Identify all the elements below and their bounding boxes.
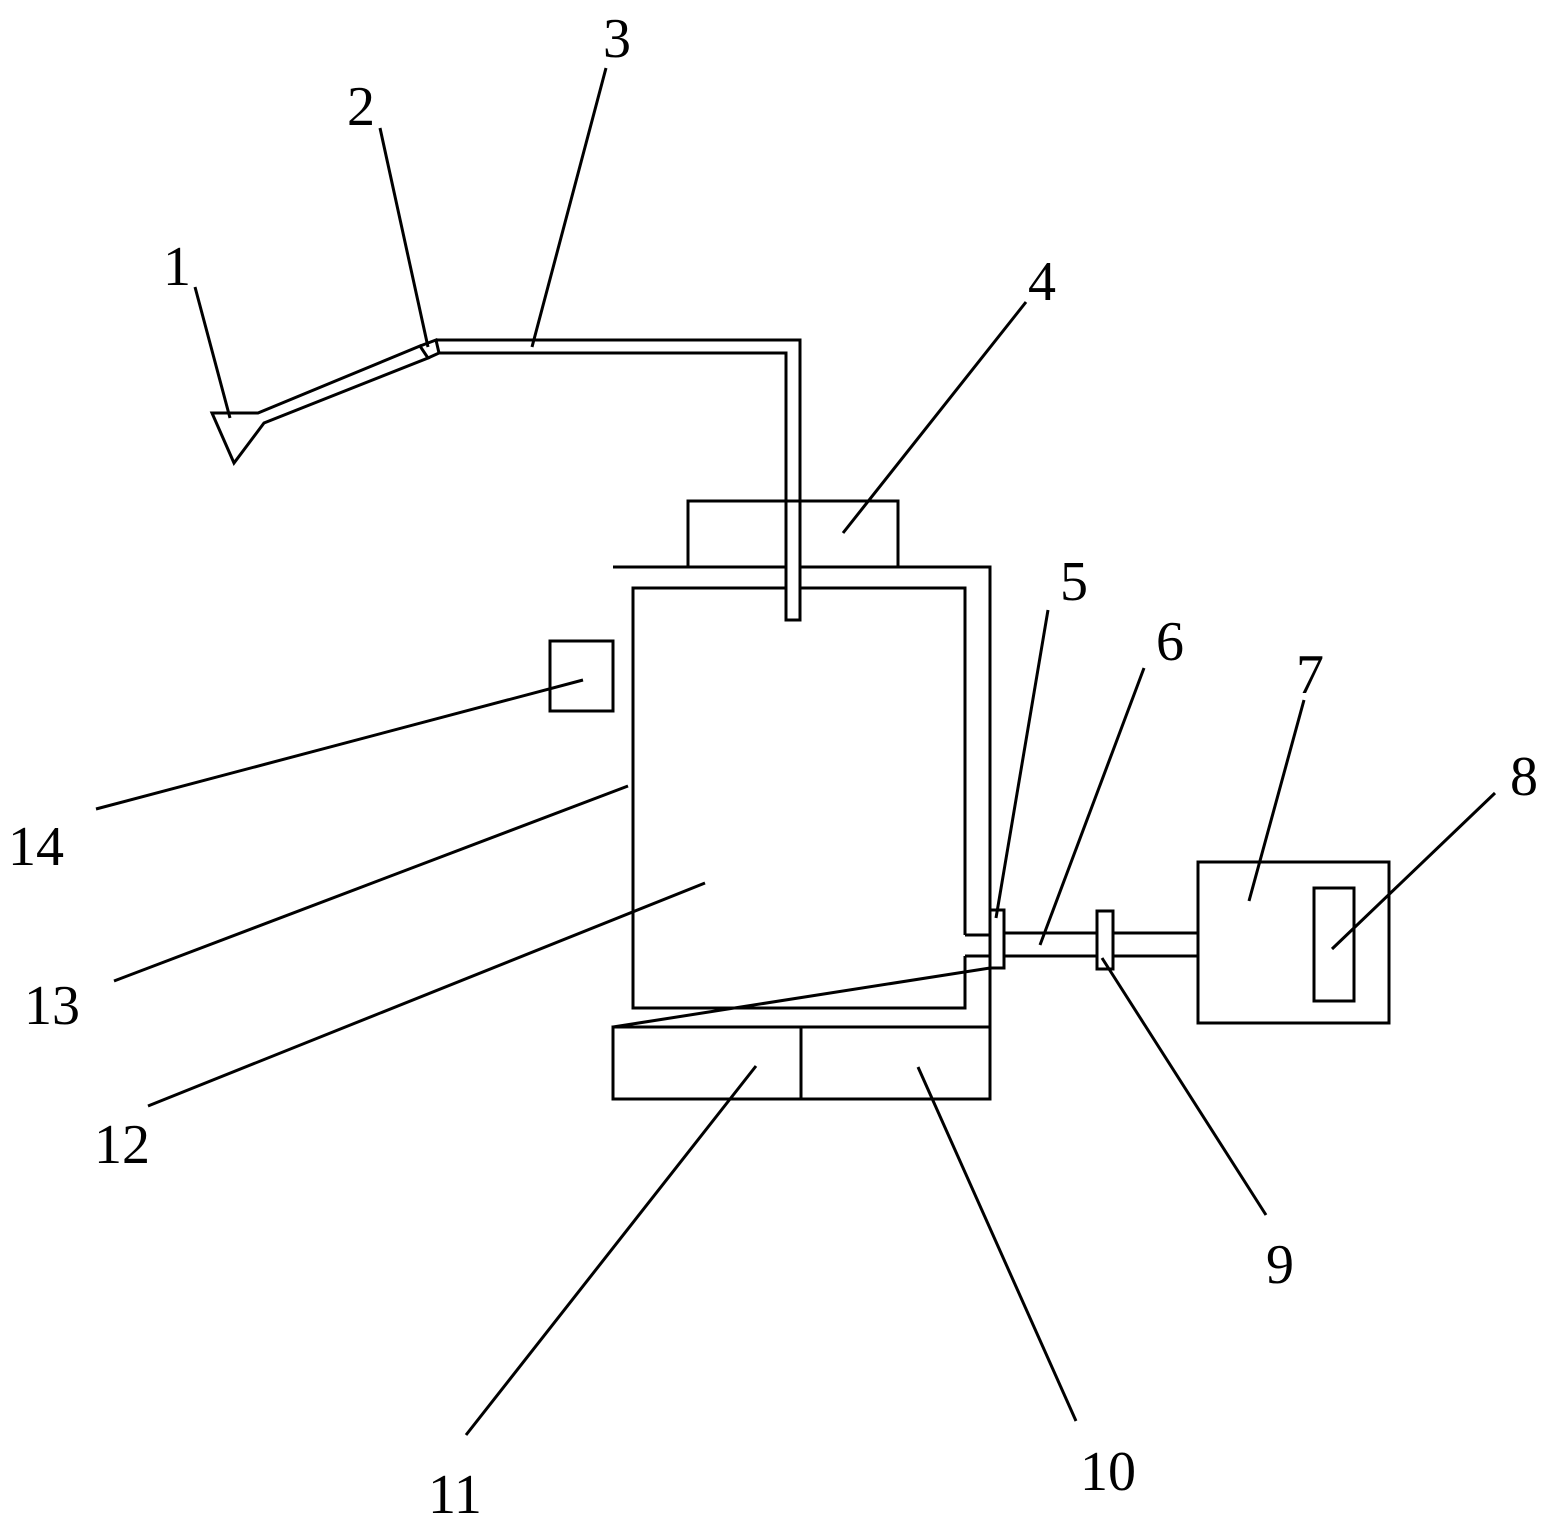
part-11-base-left xyxy=(611,1025,803,1101)
part-14-side-box xyxy=(548,639,615,713)
leader-10 xyxy=(916,1066,1078,1422)
part-9-valve xyxy=(1095,909,1115,971)
label-5: 5 xyxy=(1060,551,1088,613)
label-6: 6 xyxy=(1156,611,1184,673)
leader-2 xyxy=(378,127,430,348)
label-12: 12 xyxy=(94,1114,150,1176)
label-10: 10 xyxy=(1080,1441,1136,1503)
part-3-pipe xyxy=(436,338,802,622)
part-4-cover xyxy=(686,499,900,567)
label-4: 4 xyxy=(1028,251,1056,313)
part-8-window xyxy=(1312,886,1356,1003)
leader-6 xyxy=(1038,667,1146,946)
label-8: 8 xyxy=(1510,746,1538,808)
label-11: 11 xyxy=(428,1464,482,1526)
leader-14 xyxy=(95,678,584,811)
part-5-flange xyxy=(988,908,1006,970)
leader-5 xyxy=(994,609,1050,919)
part-13-outer-shell xyxy=(612,565,992,1029)
leader-1 xyxy=(193,286,232,419)
label-7: 7 xyxy=(1296,644,1324,706)
leader-8 xyxy=(1330,791,1497,951)
label-2: 2 xyxy=(347,76,375,138)
leader-11 xyxy=(464,1065,758,1436)
leader-3 xyxy=(530,67,608,348)
leader-13 xyxy=(113,784,629,983)
leader-9 xyxy=(1100,957,1268,1216)
label-14: 14 xyxy=(8,816,64,878)
label-13: 13 xyxy=(24,975,80,1037)
reference-numerals: 1 2 3 4 5 6 7 8 9 10 11 12 13 14 xyxy=(8,8,1538,1526)
leader-7 xyxy=(1247,699,1306,902)
part-10-base-right xyxy=(799,1025,992,1101)
part-7-tank xyxy=(1196,860,1391,1025)
leader-12 xyxy=(147,881,706,1108)
part-12-inner-chamber xyxy=(631,586,967,1010)
part-6-outlet-pipe xyxy=(965,931,1198,958)
label-1: 1 xyxy=(163,236,191,298)
part-1-funnel xyxy=(209,344,431,466)
label-3: 3 xyxy=(603,8,631,70)
leader-4 xyxy=(841,301,1028,534)
label-9: 9 xyxy=(1266,1234,1294,1296)
leader-lines xyxy=(95,67,1497,1436)
